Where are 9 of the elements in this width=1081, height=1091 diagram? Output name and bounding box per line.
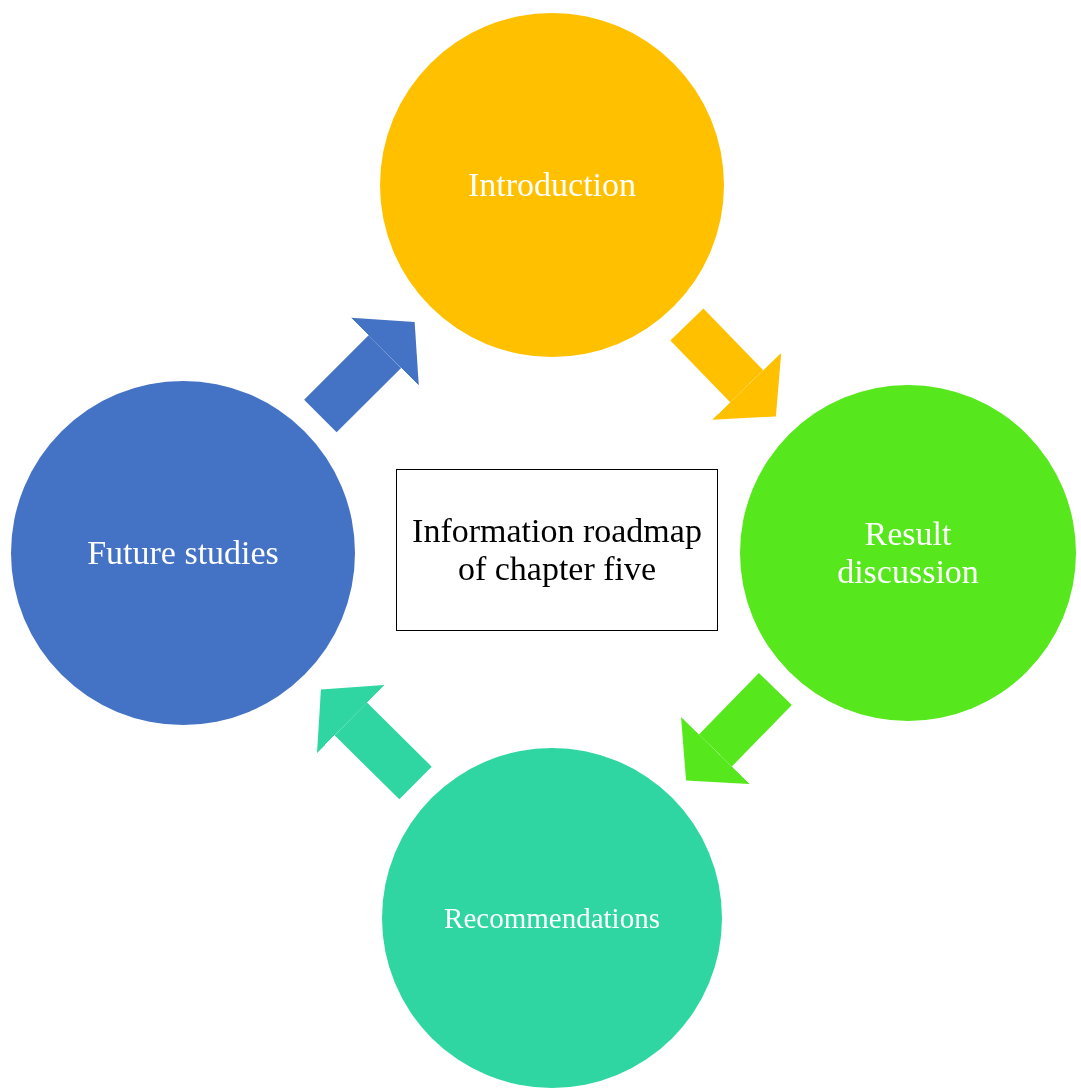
node-label: Result discussion xyxy=(836,514,980,592)
node-label: Information roadmap of chapter five xyxy=(411,511,703,589)
node-label: Future studies xyxy=(86,533,280,573)
block-arrow xyxy=(681,672,792,784)
text-box xyxy=(396,469,718,631)
node-label: Introduction xyxy=(466,165,638,205)
block-arrow xyxy=(670,308,782,420)
node-label: Recommendations xyxy=(443,901,661,935)
block-arrow xyxy=(317,684,432,800)
